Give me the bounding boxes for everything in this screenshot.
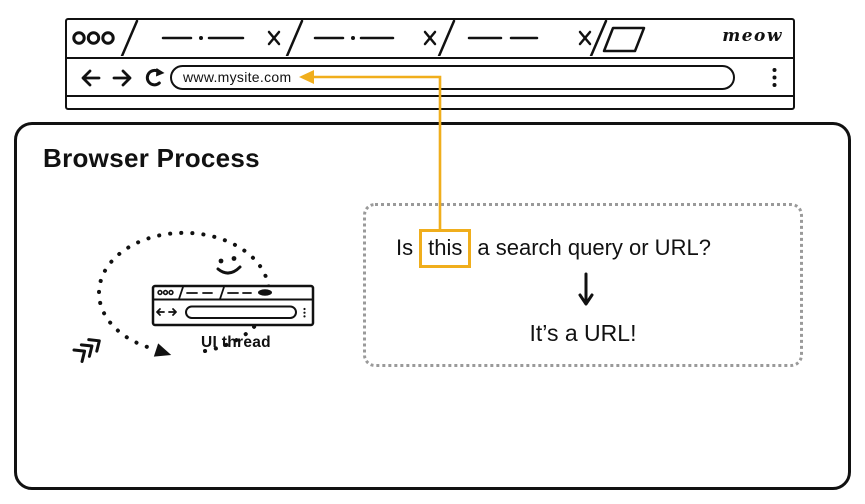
url-text: www.mysite.com (183, 69, 292, 85)
tab-strip-drawing (72, 19, 646, 58)
browser-process-box: Browser Process (14, 122, 851, 490)
back-arrow-icon (81, 69, 101, 87)
question-prefix: Is (396, 235, 414, 260)
tab-2-close-icon (423, 30, 437, 46)
smiley-icon (216, 256, 242, 275)
tab-strip: meow (67, 19, 793, 59)
kebab-menu-icon (772, 68, 777, 87)
mini-browser-icon (151, 284, 315, 327)
address-bar: www.mysite.com (170, 65, 735, 90)
question-highlight-box: this (419, 229, 472, 268)
tab-2-title-squiggle (313, 36, 395, 40)
browser-window: meow www.mysite.com (65, 18, 795, 110)
new-tab-icon (602, 26, 646, 53)
brand-text: meow (722, 26, 783, 46)
window-controls-icon (72, 31, 115, 45)
process-title: Browser Process (43, 143, 260, 173)
tab-1 (161, 30, 281, 46)
loop-arrowhead-icon (153, 343, 172, 357)
down-arrow-icon (578, 272, 594, 306)
tab-3-close-icon (578, 30, 592, 46)
tab-edges (120, 19, 608, 58)
mini-kebab-icon (303, 307, 306, 318)
ui-thread-label: UI thread (201, 334, 271, 351)
triple-chevron-icon (72, 338, 101, 363)
ui-thread-drawing (72, 230, 315, 363)
tab-3 (467, 30, 592, 46)
tab-1-title-squiggle (161, 36, 245, 40)
nav-bar: www.mysite.com (67, 59, 793, 97)
tab-1-close-icon (267, 30, 281, 46)
forward-arrow-icon (112, 69, 132, 87)
question-suffix: a search query or URL? (477, 235, 711, 260)
reload-icon (145, 68, 165, 87)
tab-2 (313, 30, 437, 46)
ui-thread-illustration: UI thread (58, 228, 338, 378)
answer-text: It’s a URL! (529, 320, 637, 346)
